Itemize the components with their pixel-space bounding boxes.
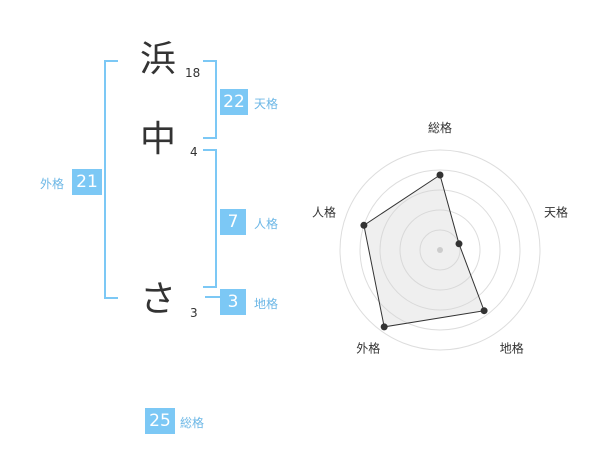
radar-polygon (363, 174, 485, 328)
radar-point-2 (455, 240, 463, 248)
gaikaku-label: 外格 (40, 177, 65, 191)
tenkaku-value: 22 (220, 89, 248, 115)
name-char-3: さ (140, 279, 177, 320)
radar-ring (399, 209, 481, 291)
radar-center-dot (437, 247, 443, 253)
stroke-count-1: 18 (185, 66, 201, 80)
name-char-2: 中 (140, 119, 177, 160)
tenkaku-label: 天格 (254, 97, 279, 111)
jinkaku-value: 7 (220, 209, 246, 235)
radar-axis-label-2: 天格 (544, 204, 568, 219)
chikaku-label: 地格 (254, 297, 279, 311)
radar-ring (379, 189, 501, 311)
radar-axis-label-5: 人格 (312, 204, 336, 219)
radar-point-5 (360, 221, 368, 229)
gaikaku-value: 21 (72, 169, 102, 195)
chikaku-connector (205, 296, 221, 298)
radar-axis-label-4: 外格 (356, 341, 380, 356)
tenkaku-bracket (203, 60, 217, 139)
stroke-count-3: 3 (190, 306, 198, 320)
soukaku-label: 総格 (180, 416, 205, 430)
radar-point-4 (380, 323, 388, 331)
soukaku-value: 25 (145, 408, 175, 434)
gaikaku-bracket (104, 60, 118, 299)
radar-ring (359, 169, 521, 331)
stroke-count-2: 4 (190, 145, 198, 159)
chikaku-value: 3 (220, 289, 246, 315)
radar-axis-label-3: 地格 (500, 341, 524, 356)
name-char-1: 浜 (140, 39, 177, 80)
radar-ring (339, 149, 541, 351)
radar-point-3 (480, 307, 488, 315)
radar-axis-label-1: 総格 (428, 120, 452, 135)
radar-ring (419, 229, 461, 271)
jinkaku-label: 人格 (254, 217, 279, 231)
radar-point-1 (436, 171, 444, 179)
jinkaku-bracket (203, 149, 217, 288)
